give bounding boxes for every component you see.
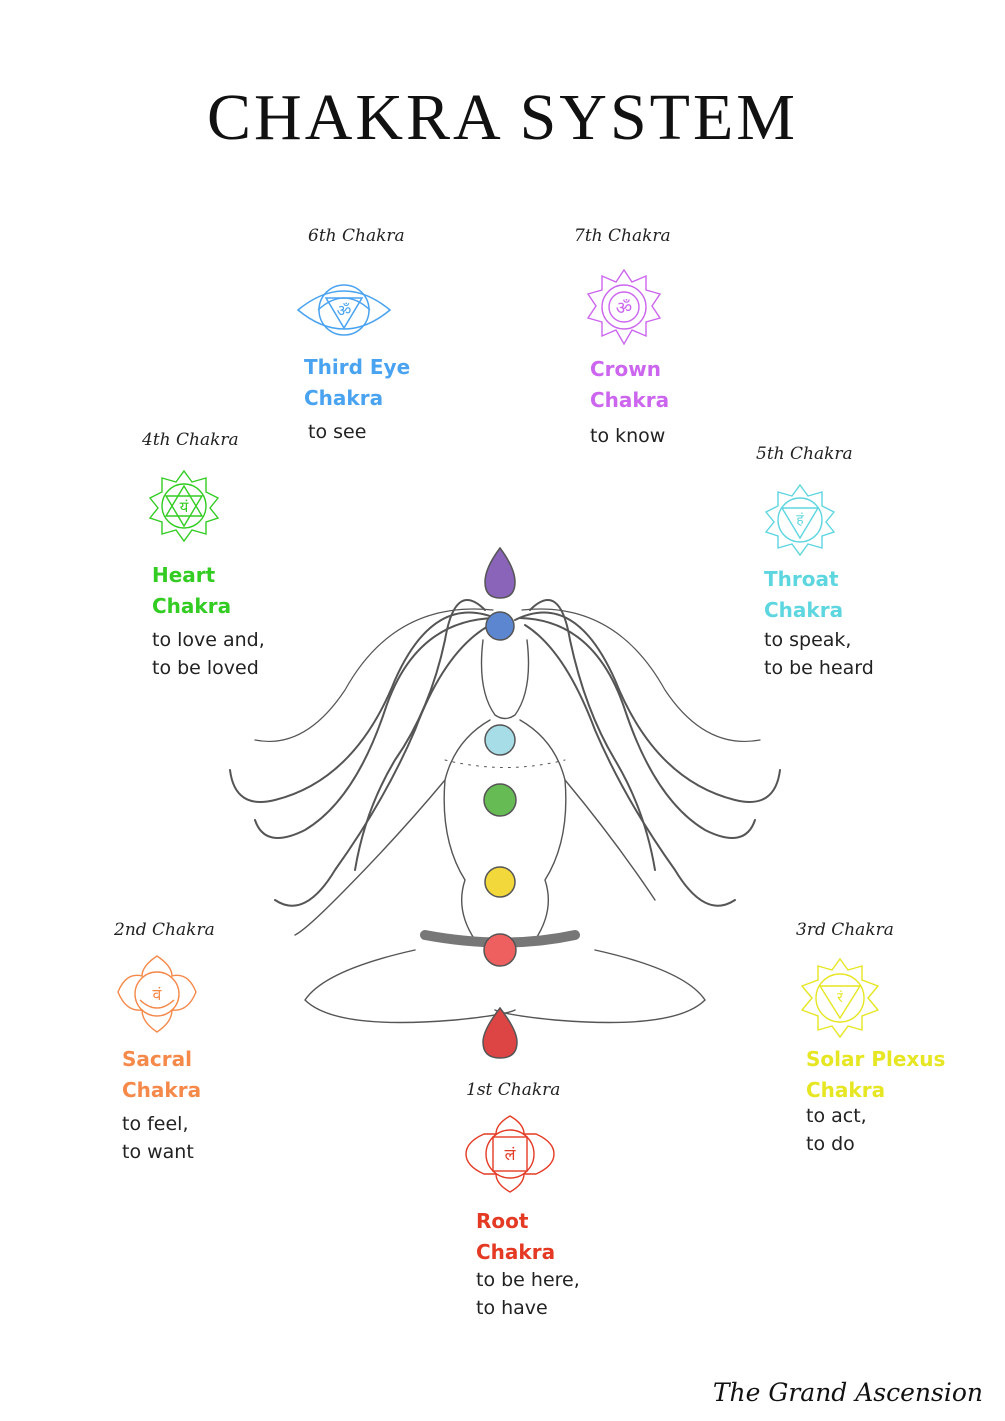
root-chakra-icon: लं	[465, 1115, 555, 1193]
svg-text:ॐ: ॐ	[337, 301, 352, 320]
head-outline	[480, 639, 530, 720]
arm-outline	[294, 779, 446, 936]
hair-strand	[254, 617, 496, 839]
root-point	[482, 1006, 518, 1059]
sacral-point	[483, 933, 517, 967]
hair-strand	[524, 624, 736, 907]
brand-signature: The Grand Ascension	[712, 1378, 983, 1407]
sacral-chakra-icon: वं	[117, 955, 197, 1033]
svg-text:वं: वं	[153, 985, 163, 1004]
chakra-number: 4th Chakra	[142, 430, 239, 450]
svg-text:रं: रं	[837, 990, 843, 1006]
torso-outline	[519, 719, 567, 941]
chakra-description: to speak,to be heard	[764, 629, 874, 679]
torso-outline	[443, 719, 491, 941]
hair-strand	[514, 611, 781, 803]
throat-chakra-icon: हं	[764, 483, 836, 557]
heart-chakra-icon: यं	[148, 469, 220, 543]
leg-outline	[494, 949, 706, 1024]
hair-strand	[519, 617, 756, 839]
chakra-description: to know	[590, 425, 666, 447]
chakra-description: to feel,to want	[122, 1113, 194, 1163]
hair-strand	[254, 608, 494, 742]
chakra-description: to be here,to have	[476, 1269, 580, 1319]
meditating-figure-illustration	[229, 546, 781, 1059]
leg-outline	[304, 949, 516, 1024]
throat-point	[484, 724, 516, 756]
chakra-description: to love and,to be loved	[152, 629, 265, 679]
third-eye-chakra-icon: ॐ	[296, 284, 392, 336]
svg-text:यं: यं	[180, 498, 189, 516]
chakra-number: 5th Chakra	[756, 444, 853, 464]
solar-plexus-chakra-icon: रं	[800, 957, 880, 1039]
crown-chakra-lotus-icon: ॐ	[586, 268, 662, 346]
necklace	[444, 759, 566, 768]
chakra-number: 7th Chakra	[574, 226, 671, 246]
hair-strand	[229, 611, 501, 803]
hair-strand	[354, 599, 486, 871]
chakra-number: 2nd Chakra	[114, 920, 215, 940]
third-eye-point	[485, 611, 515, 641]
chakra-description: to see	[308, 421, 367, 443]
svg-text:हं: हं	[796, 512, 804, 528]
solar-plexus-point	[484, 866, 516, 898]
svg-text:लं: लं	[505, 1145, 517, 1164]
chakra-number: 3rd Chakra	[796, 920, 894, 940]
chakra-number: 6th Chakra	[308, 226, 405, 246]
heart-point	[483, 783, 517, 817]
chakra-description: to act,to do	[806, 1105, 867, 1155]
hair-strand	[521, 608, 761, 742]
page-title: CHAKRA SYSTEM	[207, 81, 798, 154]
svg-text:ॐ: ॐ	[616, 298, 632, 319]
crown-point	[484, 546, 516, 599]
hair-strand	[274, 624, 491, 907]
arm-outline	[564, 779, 656, 901]
chakra-number: 1st Chakra	[466, 1080, 561, 1100]
hair-strand	[529, 599, 656, 871]
